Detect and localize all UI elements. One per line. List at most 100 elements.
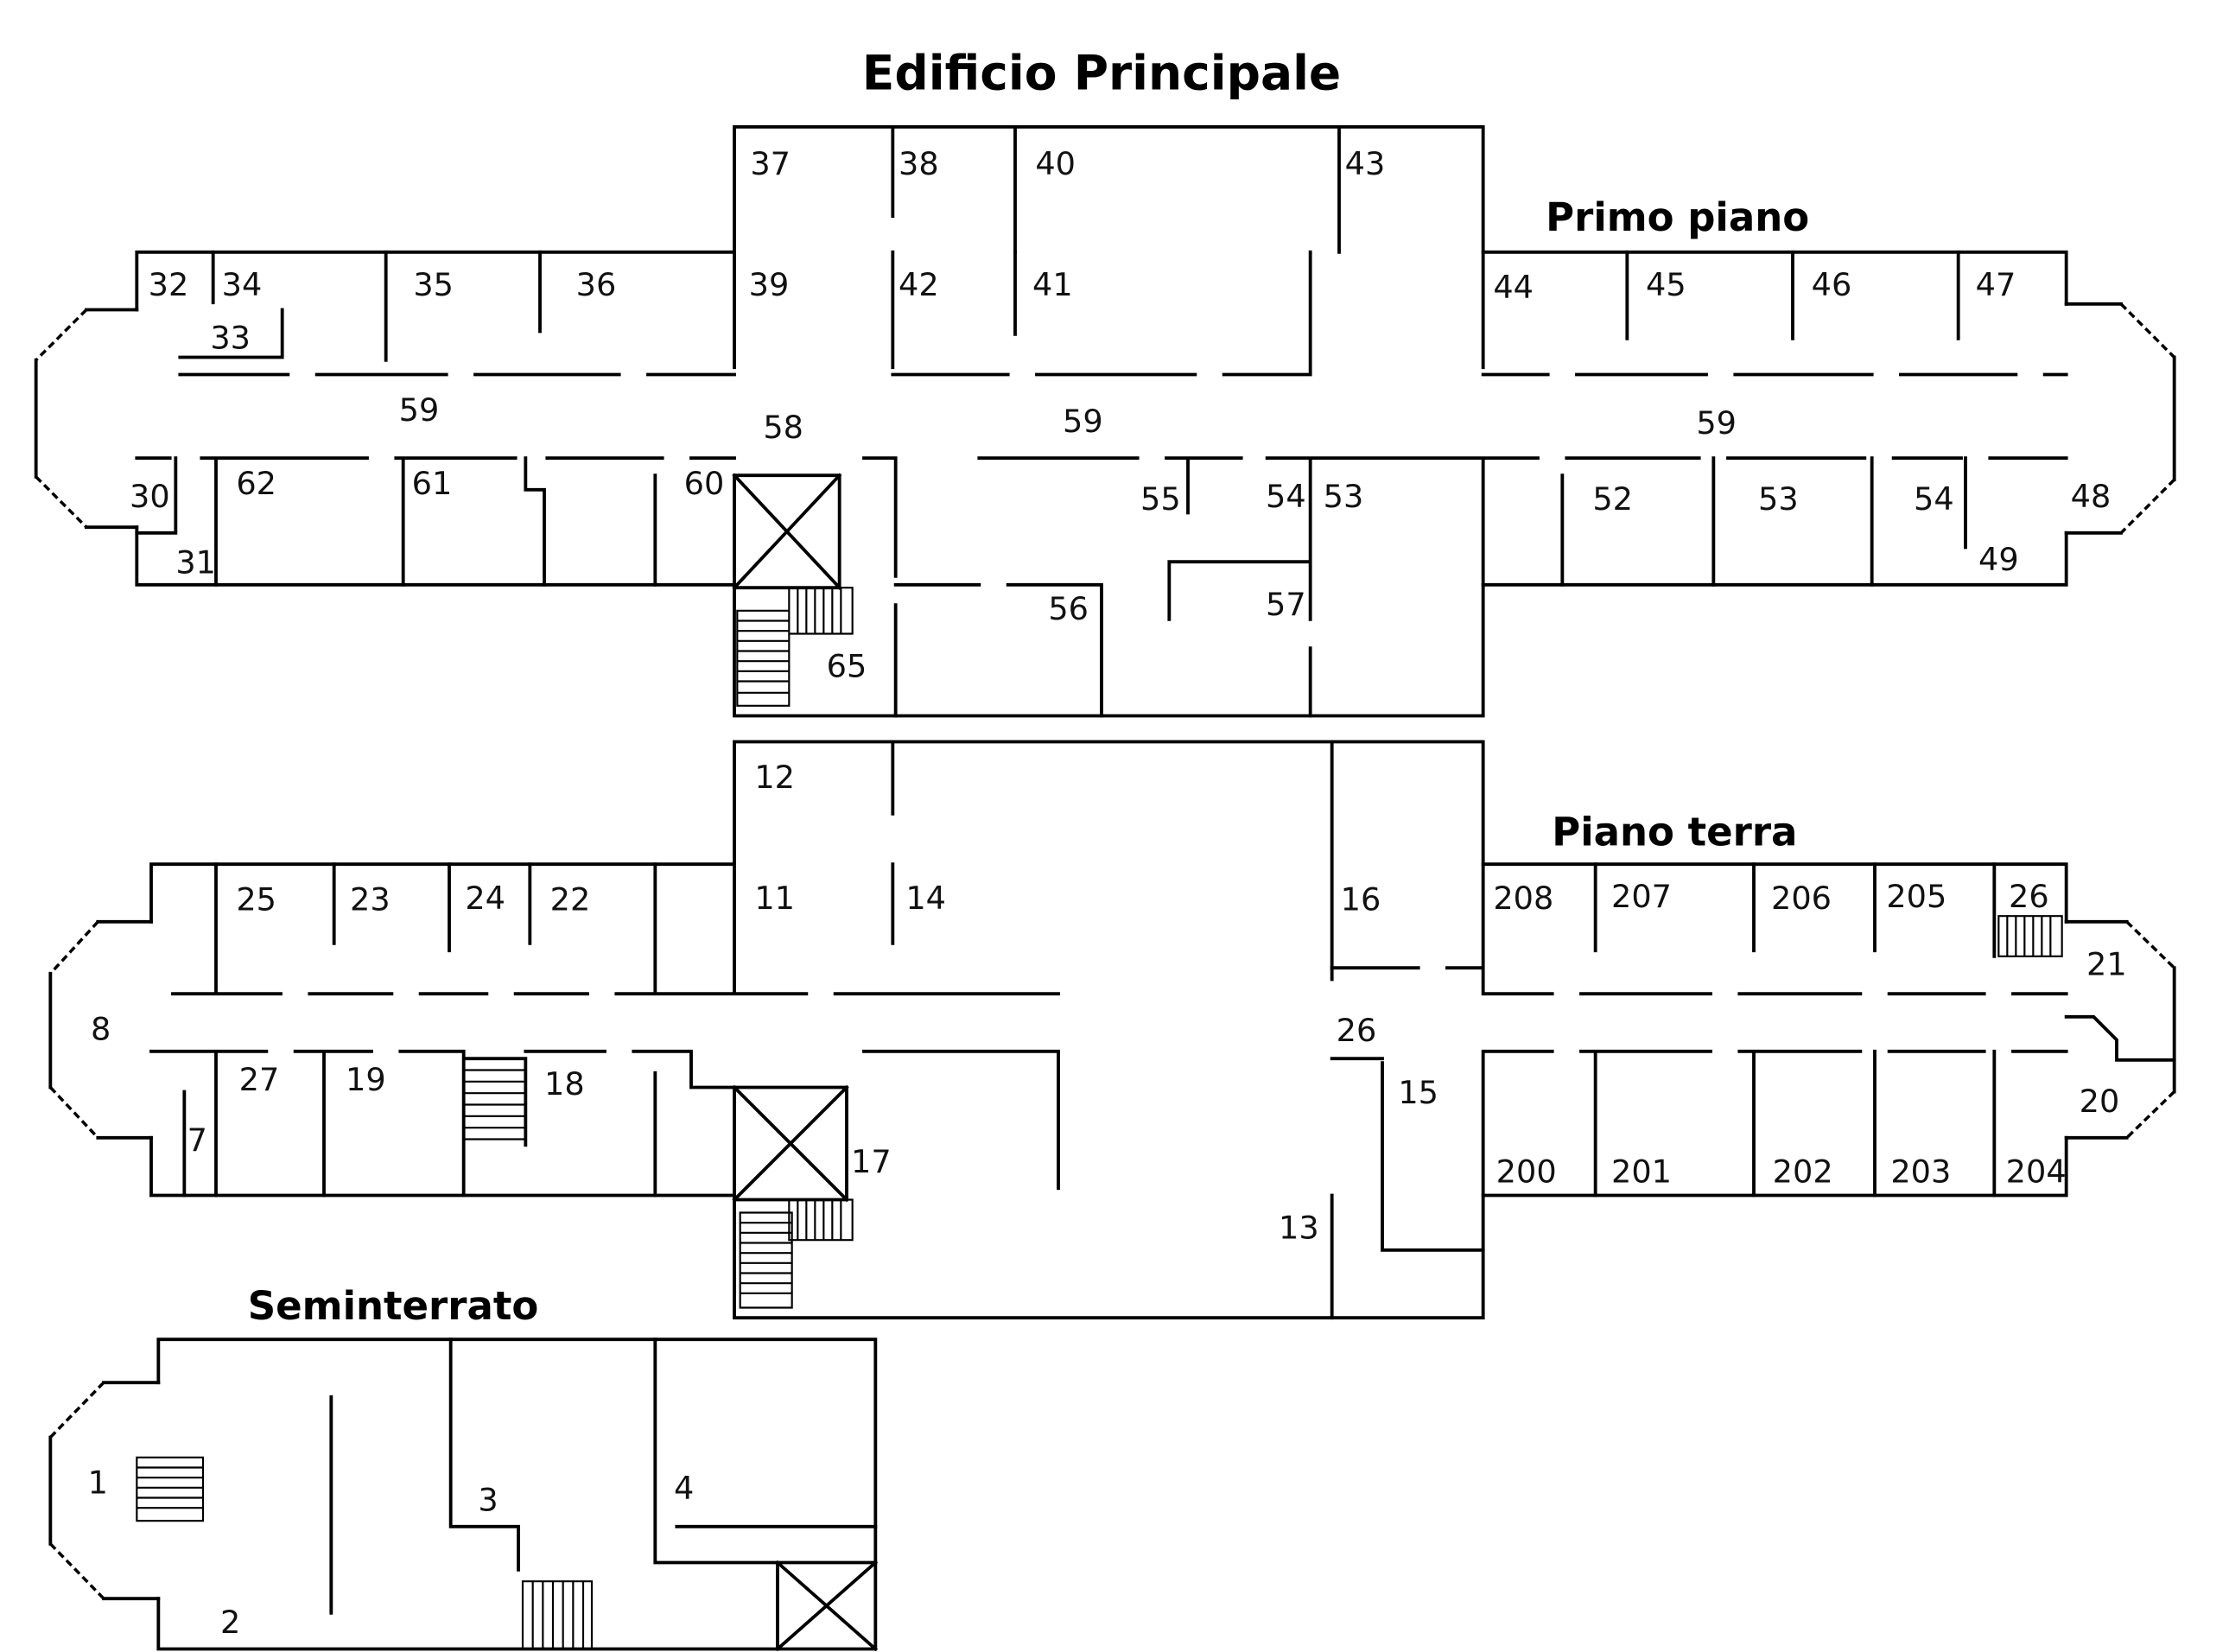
piano-terra-interior-walls [149,862,2176,1320]
room-label-primo-piano-55-24: 55 [1140,480,1181,518]
piano-terra-stairwell-box [732,1084,849,1203]
piano-terra-stairs-room18 [462,1069,527,1141]
seminterrato-outer-walls [156,1337,878,1651]
piano-terra-stairs [739,1198,854,1309]
primo-piano-tower-right-chamfers [2119,302,2175,535]
room-label-primo-piano-57-34: 57 [1266,586,1306,623]
room-label-primo-piano-35-7: 35 [413,266,454,303]
seminterrato-tower [48,1381,161,1601]
room-label-primo-piano-45-13: 45 [1646,266,1686,303]
room-label-primo-piano-60-23: 60 [684,465,725,502]
room-label-primo-piano-39-9: 39 [749,266,790,303]
primo-piano-tower-left [34,308,139,530]
room-label-primo-piano-61-22: 61 [412,465,453,502]
primo-piano-tower-left-chamfers [35,308,88,529]
seminterrato-room-labels: 1 2 3 4 [88,1465,695,1642]
room-label-piano-terra-27-17: 27 [239,1061,280,1098]
piano-terra-tower-left-chamfers [49,920,99,1140]
room-label-primo-piano-49-32: 49 [1978,541,2019,578]
room-label-primo-piano-32-4: 32 [149,266,189,303]
room-label-piano-terra-17-20: 17 [851,1143,892,1180]
room-label-primo-piano-36-8: 36 [576,266,617,303]
room-label-primo-piano-58-17: 58 [763,409,803,446]
room-label-piano-terra-20-22: 20 [2080,1083,2120,1120]
piano-terra-tower-left [48,919,153,1140]
room-label-piano-terra-207-9: 207 [1611,878,1672,915]
room-label-piano-terra-8-14: 8 [91,1011,111,1048]
room-label-piano-terra-200-23: 200 [1496,1153,1557,1191]
room-label-piano-terra-22-4: 22 [550,880,591,918]
piano-terra-tower-right-chamfers [2125,920,2175,1140]
room-label-piano-terra-12-0: 12 [754,759,795,796]
room-label-primo-piano-56-33: 56 [1048,590,1089,627]
room-label-piano-terra-19-18: 19 [346,1061,386,1098]
room-label-piano-terra-25-1: 25 [236,880,276,918]
room-label-primo-piano-59-18: 59 [1063,403,1103,440]
room-label-piano-terra-26-15: 26 [1337,1012,1377,1049]
room-label-seminterrato-1-0: 1 [88,1465,108,1502]
room-label-primo-piano-37-0: 37 [750,145,791,182]
room-label-primo-piano-62-21: 62 [236,465,276,502]
room-label-primo-piano-54-25: 54 [1266,478,1306,515]
room-label-seminterrato-4-3: 4 [674,1470,694,1507]
room-label-primo-piano-38-1: 38 [899,145,939,182]
room-label-piano-terra-18-19: 18 [544,1065,585,1102]
seminterrato-plan: 1 2 3 4 [48,1337,879,1652]
floor-title-piano-terra: Piano terra [1552,810,1797,855]
room-label-piano-terra-14-6: 14 [905,880,946,917]
room-label-primo-piano-54-29: 54 [1914,480,1954,518]
room-label-piano-terra-21-13: 21 [2086,946,2127,983]
room-label-primo-piano-59-16: 59 [399,391,440,429]
piano-terra-stairs-room26 [1997,915,2063,957]
room-label-primo-piano-53-28: 53 [1758,480,1799,518]
room-label-primo-piano-30-20: 30 [130,478,170,515]
room-label-piano-terra-13-28: 13 [1279,1210,1319,1247]
seminterrato-tower-chamfers [49,1381,105,1600]
room-label-primo-piano-33-6: 33 [210,320,251,357]
piano-terra-tower-right [2064,919,2176,1140]
room-label-primo-piano-43-3: 43 [1345,145,1386,182]
floor-title-primo-piano: Primo piano [1546,194,1809,240]
room-label-piano-terra-7-16: 7 [187,1121,207,1159]
room-label-seminterrato-3-2: 3 [478,1482,498,1519]
primo-piano-room-labels: 37 38 40 43 32 34 33 35 36 39 42 41 44 45 46 47 59 58 59 59… [130,145,2111,685]
room-label-piano-terra-23-2: 23 [350,880,391,918]
floor-title-seminterrato: Seminterrato [248,1283,539,1329]
room-label-piano-terra-26-12: 26 [2009,878,2049,915]
primo-piano-outer-walls [135,124,2068,718]
primo-piano-interior-walls [135,250,2068,718]
piano-terra-outer-walls [149,740,2068,1320]
primo-piano-tower-right [2064,302,2176,535]
seminterrato-stairs [136,1456,594,1650]
room-label-primo-piano-47-15: 47 [1976,266,2016,303]
room-label-primo-piano-48-30: 48 [2071,478,2112,515]
room-label-piano-terra-24-3: 24 [465,880,505,917]
room-label-primo-piano-59-19: 59 [1696,404,1737,442]
primo-piano-stairs [736,587,854,707]
seminterrato-interior-walls [329,1337,879,1652]
room-label-piano-terra-15-21: 15 [1398,1074,1438,1111]
page-title: Edificio Principale [862,45,1341,100]
room-label-primo-piano-44-12: 44 [1493,269,1534,306]
room-label-primo-piano-42-10: 42 [899,266,939,303]
room-label-seminterrato-2-1: 2 [220,1604,240,1641]
room-label-primo-piano-53-26: 53 [1324,478,1364,515]
room-label-piano-terra-202-25: 202 [1773,1153,1833,1191]
room-label-primo-piano-46-14: 46 [1812,266,1852,303]
room-label-piano-terra-205-11: 205 [1886,878,1946,915]
room-label-primo-piano-31-31: 31 [175,544,216,581]
room-label-piano-terra-11-5: 11 [754,880,795,917]
room-label-primo-piano-52-27: 52 [1592,480,1633,518]
room-label-primo-piano-40-2: 40 [1035,145,1076,182]
room-label-piano-terra-203-26: 203 [1890,1153,1951,1191]
primo-piano-plan: 37 38 40 43 32 34 33 35 36 39 42 41 44 45 46 47 59 58 59 59… [34,124,2176,718]
room-label-primo-piano-34-5: 34 [222,266,263,303]
room-label-primo-piano-65-35: 65 [827,648,867,685]
room-label-piano-terra-201-24: 201 [1611,1153,1672,1191]
room-label-primo-piano-41-11: 41 [1032,266,1073,303]
primo-piano-stairwell-box [732,473,842,590]
